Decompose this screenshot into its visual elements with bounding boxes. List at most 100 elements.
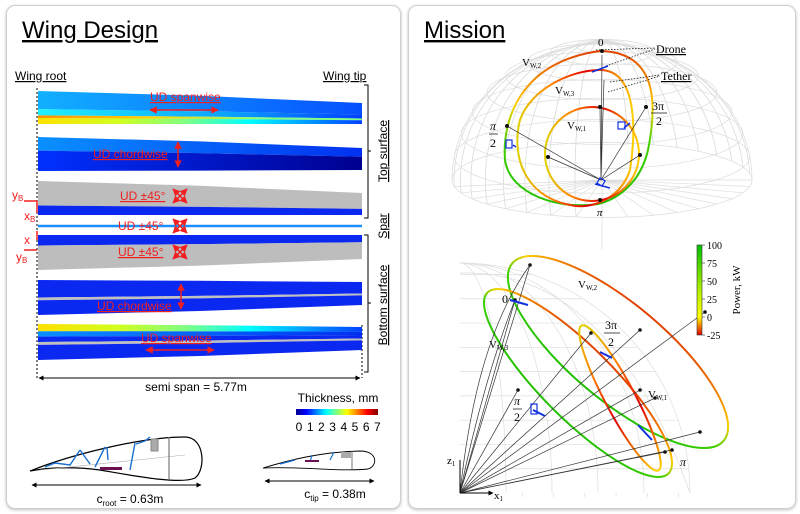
grid-meridian: [459, 262, 507, 494]
grid-meridian: [470, 42, 733, 199]
power-tick: -25: [707, 331, 720, 342]
grid-spoke: [505, 179, 603, 210]
grid-meridian: [459, 262, 645, 494]
tether-line: [459, 389, 519, 494]
power-tick: 75: [707, 259, 717, 270]
tether-line: [459, 332, 592, 494]
phase-3pi2-top: 3π2: [651, 99, 667, 128]
vw2-side: VW,2: [578, 279, 598, 292]
ply-band: [38, 293, 362, 301]
ply-band: [38, 338, 362, 345]
label-top-pm45: UD ±45°: [120, 189, 166, 203]
grid-spoke: [601, 179, 654, 216]
phase-point: [638, 388, 642, 392]
grid-spoke: [601, 179, 699, 210]
phase-pi2-side: π2: [513, 394, 522, 424]
pm45-arrows: [172, 188, 188, 260]
thickness-colorbar: [296, 409, 378, 415]
thickness-tick: 5: [352, 420, 359, 434]
thickness-tick: 7: [374, 420, 381, 434]
svg-text:2: 2: [490, 136, 496, 150]
label-top-spanwise: UD spanwise: [150, 90, 221, 104]
pm45-arrow: [172, 188, 188, 204]
grid-spoke: [454, 179, 603, 187]
phase-point: [698, 430, 702, 434]
label-spar-pm45: UD ±45°: [118, 219, 164, 233]
phase-0-side: 0: [502, 292, 508, 306]
label-bottom-spanwise: UD spanwise: [141, 331, 212, 345]
c-root-label: croot = 0.63m: [97, 492, 164, 508]
thickness-tick: 2: [318, 420, 325, 434]
grid-meridian: [453, 43, 751, 187]
ply-band: [38, 295, 362, 315]
thickness-title: Thickness, mm: [298, 391, 379, 405]
ply-band: [38, 331, 362, 337]
wing-design-title: Wing Design: [22, 17, 158, 44]
phase-point: [516, 388, 520, 392]
ply-band: [38, 118, 362, 124]
ply-band: [38, 205, 362, 215]
ply-band: [38, 115, 362, 121]
layup-strip: [38, 181, 362, 215]
group-top-surface: Top surface: [376, 120, 390, 182]
grid-spoke: [487, 179, 603, 205]
c-tip-label: ctip = 0.38m: [304, 487, 365, 503]
vw1-top: VW,1: [567, 120, 587, 133]
body-axes: yB xB x yB: [12, 188, 38, 265]
ply-band: [38, 109, 362, 119]
ply-band: [38, 242, 362, 270]
grid-meridian: [524, 39, 678, 213]
phase-pi-top: π: [597, 207, 603, 219]
svg-text:x1: x1: [494, 490, 504, 503]
grid-spoke: [526, 179, 603, 213]
grid-meridian: [524, 39, 678, 213]
pm45-arrow: [172, 218, 188, 234]
phase-pi2-top: π2: [489, 119, 498, 150]
power-tick: 100: [707, 241, 722, 252]
tether-line: [459, 311, 706, 494]
ply-band: [38, 150, 362, 171]
tether-line: [459, 397, 656, 494]
group-bottom-surface: Bottom surface: [376, 264, 390, 345]
grid-outline: [459, 272, 691, 494]
drone-annotation: Drone: [656, 42, 686, 56]
top-view-points: [505, 49, 648, 202]
mission-title: Mission: [424, 17, 505, 44]
phase-point: [670, 448, 674, 452]
inertial-axes: z1 x1: [447, 455, 504, 503]
svg-text:2: 2: [514, 410, 520, 424]
svg-text:3π: 3π: [652, 99, 664, 113]
grid-spoke: [601, 179, 678, 213]
bracket-bottom: [364, 234, 371, 373]
label-bottom-pm45: UD ±45°: [118, 245, 164, 259]
top-view-trajectories: [503, 47, 661, 208]
ply-band: [38, 324, 362, 332]
semi-span-label: semi span = 5.77m: [145, 380, 247, 394]
phase-3pi2-side: 3π2: [604, 318, 620, 349]
grid-spoke: [601, 179, 750, 187]
tether-line: [459, 299, 516, 494]
side-view-trajectories: [459, 254, 730, 494]
hemisphere-grid: [451, 38, 753, 249]
svg-text:x: x: [24, 233, 30, 247]
thickness-tick: 3: [329, 420, 336, 434]
power-tick: 25: [707, 295, 717, 306]
layup-strip: [38, 91, 362, 124]
layup-strip: [38, 280, 362, 315]
thickness-tick: 4: [340, 420, 347, 434]
grid-meridian: [459, 262, 599, 494]
tether-annotation: Tether: [661, 69, 691, 83]
pm45-arrow: [172, 244, 188, 260]
grid-spoke: [461, 179, 603, 194]
wing-tip-label: Wing tip: [323, 69, 367, 83]
svg-text:π: π: [490, 119, 497, 133]
ply-band: [38, 280, 362, 298]
svg-text:yB: yB: [16, 250, 27, 265]
vw3-side: VW,3: [489, 339, 509, 352]
grid-spoke: [601, 179, 717, 205]
phase-point: [663, 450, 667, 454]
power-tick: 0: [707, 313, 712, 324]
layup-strip: [38, 137, 362, 171]
